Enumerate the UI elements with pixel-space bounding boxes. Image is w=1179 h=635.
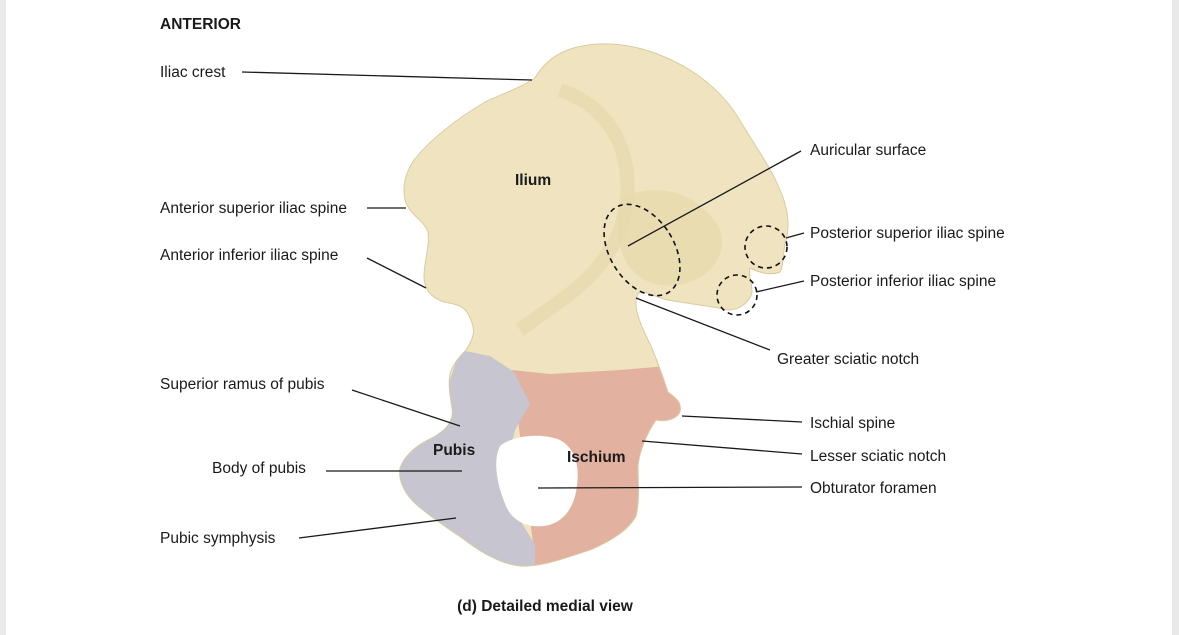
label-lesser-sciatic-notch: Lesser sciatic notch [810, 448, 946, 465]
label-anterior-superior-iliac-spine: Anterior superior iliac spine [160, 200, 347, 217]
posterior-superior-iliac-spine-outline [744, 225, 788, 269]
leader-greater-sciatic-notch [635, 297, 771, 351]
left-edge-shadow [0, 0, 6, 635]
label-obturator-foramen: Obturator foramen [810, 480, 937, 497]
leader-auricular-surface [627, 150, 802, 247]
label-posterior-inferior-iliac-spine: Posterior inferior iliac spine [810, 273, 996, 290]
label-body-of-pubis: Body of pubis [212, 460, 306, 477]
label-posterior-superior-iliac-spine: Posterior superior iliac spine [810, 225, 1005, 242]
auricular-texture [617, 190, 722, 286]
label-ischial-spine: Ischial spine [810, 415, 895, 432]
pubis-label: Pubis [433, 442, 475, 459]
leader-lines [241, 71, 805, 539]
label-superior-ramus-of-pubis: Superior ramus of pubis [160, 376, 325, 393]
leader-superior-ramus-of-pubis [351, 389, 461, 427]
label-anterior-inferior-iliac-spine: Anterior inferior iliac spine [160, 247, 338, 264]
label-pubic-symphysis: Pubic symphysis [160, 530, 276, 547]
leader-lesser-sciatic-notch [641, 440, 803, 455]
leader-obturator-foramen [537, 486, 803, 489]
obturator-foramen-hole [496, 435, 578, 527]
posterior-inferior-iliac-spine-outline [716, 274, 758, 316]
leader-ischial-spine [681, 415, 803, 423]
orientation-label: ANTERIOR [160, 16, 241, 33]
right-edge-shadow [1172, 0, 1179, 635]
ilium-label: Ilium [515, 172, 551, 189]
leader-iliac-crest [241, 71, 533, 81]
leader-posterior-superior-iliac-spine [785, 232, 805, 239]
ischium-label: Ischium [567, 449, 626, 466]
label-greater-sciatic-notch: Greater sciatic notch [777, 351, 919, 368]
leader-posterior-inferior-iliac-spine [755, 280, 805, 293]
leader-pubic-symphysis [298, 517, 457, 539]
figure-caption: (d) Detailed medial view [457, 598, 634, 615]
label-auricular-surface: Auricular surface [810, 142, 926, 159]
leader-anterior-inferior-iliac-spine [366, 257, 427, 289]
label-iliac-crest: Iliac crest [160, 64, 226, 81]
